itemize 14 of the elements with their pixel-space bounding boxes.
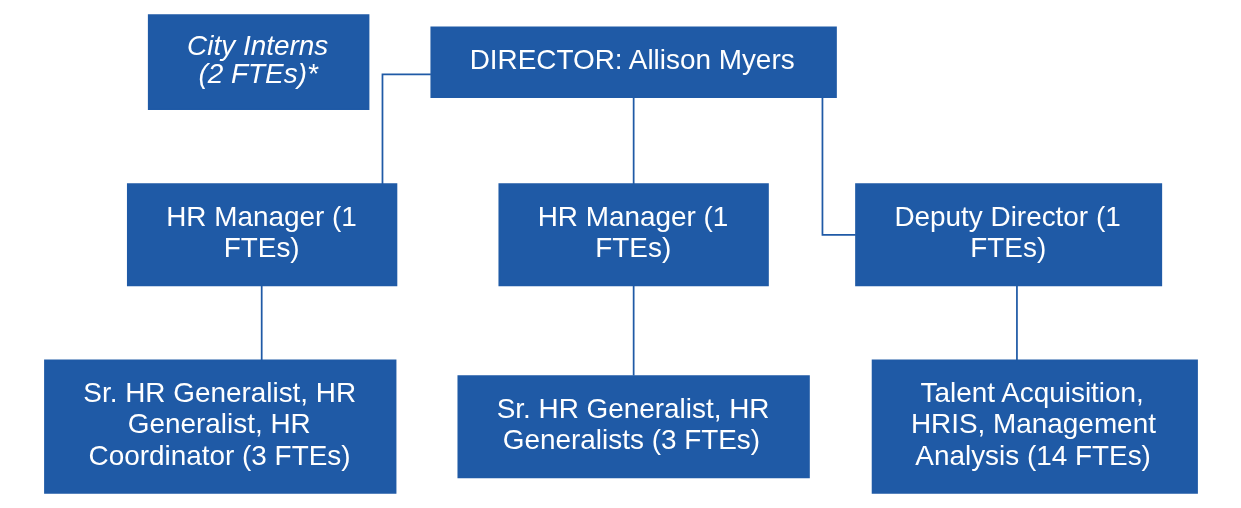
node-box: Talent Acquisition, HRIS, Management Analysis (14 FTEs) <box>871 359 1198 494</box>
node-box: City Interns (2 FTEs)* <box>147 14 369 111</box>
node-box: Sr. HR Generalist, HR Generalist, HR Coordinator (3 FTEs) <box>43 359 396 494</box>
node-box: Deputy Director (1 FTEs) <box>854 183 1162 287</box>
node-box: HR Manager (1 FTEs) <box>497 183 769 287</box>
connector <box>821 96 857 236</box>
connector <box>381 73 432 185</box>
node-box: HR Manager (1 FTEs) <box>126 183 397 287</box>
node-box: DIRECTOR: Allison Myers <box>429 26 837 98</box>
connector <box>1015 284 1018 362</box>
connector <box>632 284 634 377</box>
connector <box>260 284 263 362</box>
connector <box>632 96 634 186</box>
node-box: Sr. HR Generalist, HR Generalists (3 FTEs) <box>457 375 810 479</box>
